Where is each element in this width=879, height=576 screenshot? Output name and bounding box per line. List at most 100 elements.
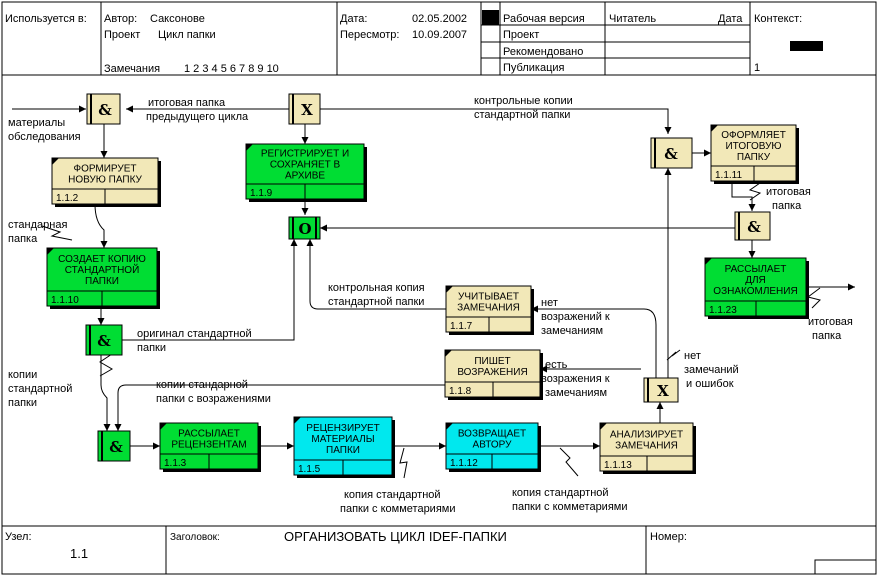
context-number: 1 — [754, 62, 760, 74]
box-forms-final-folder-label-1: ОФОРМЛЯЕТ — [721, 130, 786, 141]
label-control-copy-2: стандартной папки — [328, 296, 424, 308]
label-final-mid-1: итоговая — [766, 186, 811, 198]
footer-frame — [2, 525, 877, 575]
box-reviews-materials-label-3: ПАПКИ — [326, 445, 360, 456]
label-final-out-2: папка — [812, 330, 842, 342]
label-final-prev-2: предыдущего цикла — [146, 111, 249, 123]
label-has-objections-1: есть — [545, 359, 568, 371]
box-creates-standard-copy-number: 1.1.10 — [51, 295, 79, 306]
box-writes-objections-number: 1.1.8 — [449, 386, 472, 397]
junction-x-top-symbol: X — [301, 101, 313, 119]
status-draft: Проект — [503, 29, 539, 41]
arrow-labels: материалы обследования итоговая папка пр… — [8, 95, 853, 515]
label-original-1: оригинал стандартной — [137, 328, 252, 340]
junction-o-symbol: O — [298, 220, 311, 238]
label-copy-comments-b-2: папки с комметариями — [512, 501, 628, 513]
reader-label: Читатель — [609, 13, 656, 25]
box-forms-final-folder-label-3: ПАПКУ — [737, 152, 771, 163]
box-creates-standard-copy-label-3: ПАПКИ — [85, 276, 119, 287]
box-returns-author-label-1: ВОЗВРАЩАЕТ — [458, 429, 526, 440]
label-final-out-1: итоговая — [808, 316, 853, 328]
label-materials-1: материалы — [8, 117, 65, 129]
box-forms-new-folder-label-1: ФОРМИРУЕТ — [73, 164, 136, 175]
status-working: Рабочая версия — [503, 13, 585, 25]
box-sends-familiarization-label-2: ДЛЯ — [745, 275, 766, 286]
label-no-notes-3: и ошибок — [686, 378, 734, 390]
label-copy-comments-a-2: папки с комметариями — [340, 503, 456, 515]
notes-label: Замечания — [104, 63, 160, 75]
author-value: Саксонове — [150, 13, 205, 25]
junction-and-right-2: & — [734, 211, 771, 241]
label-control-copies-2: стандартной папки — [474, 109, 570, 121]
revision-value: 10.09.2007 — [412, 29, 467, 41]
label-control-copy-1: контрольная копия — [328, 282, 425, 294]
notes-numbers: 1 2 3 4 5 6 7 8 9 10 — [184, 63, 279, 75]
label-copy-comments-b-1: копия стандартной — [512, 487, 609, 499]
box-forms-new-folder-number: 1.1.2 — [56, 193, 79, 204]
box-reviews-materials-number: 1.1.5 — [298, 464, 321, 475]
junction-x-top: X — [288, 93, 321, 125]
junction-x-bottom: X — [643, 377, 679, 403]
reader-date-label: Дата — [718, 13, 743, 25]
box-reviews-materials-label-2: МАТЕРИАЛЫ — [311, 434, 374, 445]
box-registers-archives-label-3: АРХИВЕ — [285, 171, 325, 182]
label-copy-comments-a-1: копия стандартной — [344, 489, 441, 501]
box-sends-reviewers-label-2: РЕЦЕНЗЕНТАМ — [171, 440, 246, 451]
status-publication: Публикация — [503, 62, 565, 74]
box-returns-author-number: 1.1.12 — [450, 458, 478, 469]
junction-and-top: & — [86, 93, 121, 125]
node-value: 1.1 — [70, 546, 88, 561]
label-no-objections-3: замечаниям — [541, 325, 603, 337]
label-original-2: папки — [137, 342, 166, 354]
box-sends-familiarization-label-3: ОЗНАКОМЛЕНИЯ — [713, 286, 797, 297]
junction-and-mid-symbol: & — [97, 332, 111, 350]
box-writes-objections-label-1: ПИШЕТ — [474, 356, 510, 367]
status-recommended: Рекомендовано — [503, 46, 583, 58]
box-analyzes-notes-label-2: ЗАМЕЧАНИЯ — [615, 441, 678, 452]
title-label: Заголовок: — [170, 532, 220, 543]
diagram-title: ОРГАНИЗОВАТЬ ЦИКЛ IDEF-ПАПКИ — [284, 529, 507, 544]
label-has-objections-2: возражения к — [541, 373, 610, 385]
box-registers-archives-number: 1.1.9 — [250, 188, 273, 199]
context-marker — [790, 41, 823, 51]
box-sends-familiarization-number: 1.1.23 — [709, 305, 737, 316]
box-analyzes-notes-label-1: АНАЛИЗИРУЕТ — [610, 430, 683, 441]
label-no-objections-1: нет — [541, 297, 558, 309]
project-value: Цикл папки — [158, 29, 216, 41]
arrows — [12, 105, 855, 479]
junction-and-right-1: & — [650, 137, 693, 169]
label-final-mid-2: папка — [772, 200, 802, 212]
used-at-label: Используется в: — [5, 13, 87, 25]
junction-x-bottom-symbol: X — [657, 382, 669, 400]
box-accounts-notes-label-2: ЗАМЕЧАНИЯ — [457, 303, 520, 314]
box-forms-new-folder-label-2: НОВУЮ ПАПКУ — [68, 175, 142, 186]
box-sends-reviewers-number: 1.1.3 — [164, 458, 187, 469]
box-forms-final-folder-number: 1.1.11 — [715, 170, 742, 181]
label-copies-1: копии — [8, 369, 37, 381]
label-has-objections-3: замечаниям — [545, 387, 607, 399]
box-sends-familiarization-label-1: РАССЫЛАЕТ — [725, 264, 787, 275]
node-label: Узел: — [5, 531, 32, 543]
label-copies-objections-1: копии стандарной — [156, 379, 248, 391]
date-label: Дата: — [340, 13, 367, 25]
context-label: Контекст: — [754, 13, 802, 25]
box-sends-reviewers-label-1: РАССЫЛАЕТ — [178, 429, 240, 440]
box-registers-archives-label-1: РЕГИСТРИРУЕТ И — [261, 149, 349, 160]
junction-and-bottom-symbol: & — [109, 438, 123, 456]
junction-and-right-1-symbol: & — [664, 145, 678, 163]
label-materials-2: обследования — [8, 131, 81, 143]
box-accounts-notes-label-1: УЧИТЫВАЕТ — [458, 292, 519, 303]
box-registers-archives-label-2: СОХРАНЯЕТ В — [270, 160, 341, 171]
box-creates-standard-copy-label-1: СОЗДАЕТ КОПИЮ — [58, 254, 146, 265]
label-copies-3: папки — [8, 397, 37, 409]
number-label: Номер: — [650, 531, 687, 543]
